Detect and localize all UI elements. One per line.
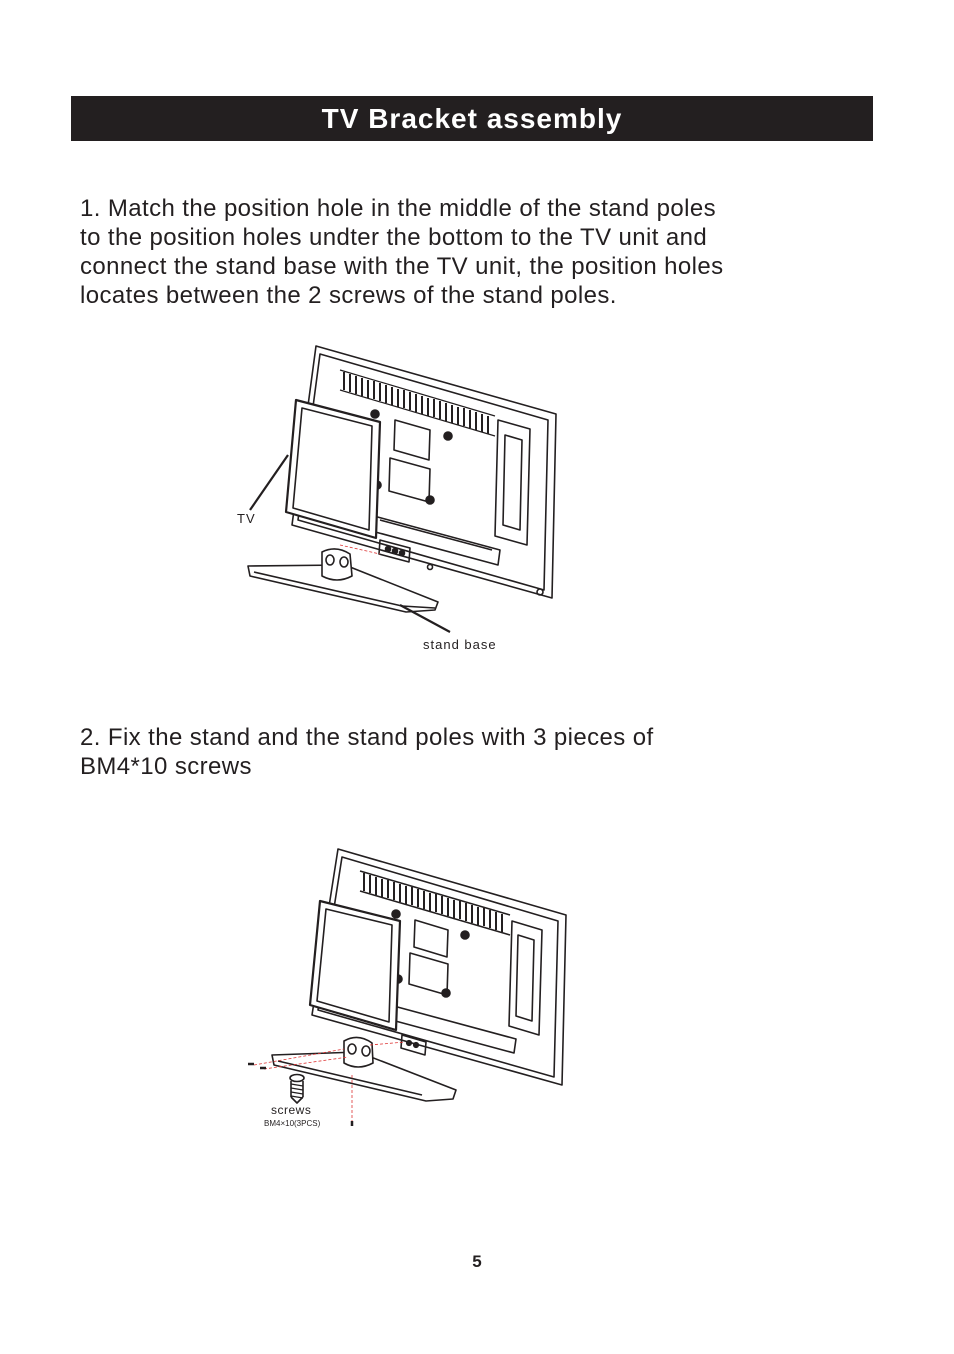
page-title: TV Bracket assembly xyxy=(321,102,623,134)
title-bar: TV Bracket assembly xyxy=(71,96,873,141)
step-1-line: locates between the 2 screws of the stan… xyxy=(80,282,617,309)
step-1-instructions: 1. Match the position hole in the middle… xyxy=(80,194,840,310)
label-stand-base: stand base xyxy=(423,637,497,652)
tv-screws-illustration xyxy=(248,848,567,1126)
label-screw-spec: BM4×10(3PCS) xyxy=(264,1119,321,1128)
page-number: 5 xyxy=(472,1252,482,1271)
figure-screw-fixing: screws BM4×10(3PCS) xyxy=(240,845,580,1135)
step-1-line: connect the stand base with the TV unit,… xyxy=(80,253,724,280)
step-2-line: BM4*10 screws xyxy=(80,753,252,780)
step-2-line: 2. Fix the stand and the stand poles wit… xyxy=(80,724,654,751)
step-2-instructions: 2. Fix the stand and the stand poles wit… xyxy=(80,723,840,781)
tv-back-illustration xyxy=(247,345,557,633)
figure-tv-stand-assembly: TV stand base xyxy=(230,340,570,660)
step-1-line: 1. Match the position hole in the middle… xyxy=(80,195,716,222)
step-1-line: to the position holes undter the bottom … xyxy=(80,224,708,251)
label-tv: TV xyxy=(237,511,256,526)
label-screws: screws xyxy=(271,1103,312,1117)
